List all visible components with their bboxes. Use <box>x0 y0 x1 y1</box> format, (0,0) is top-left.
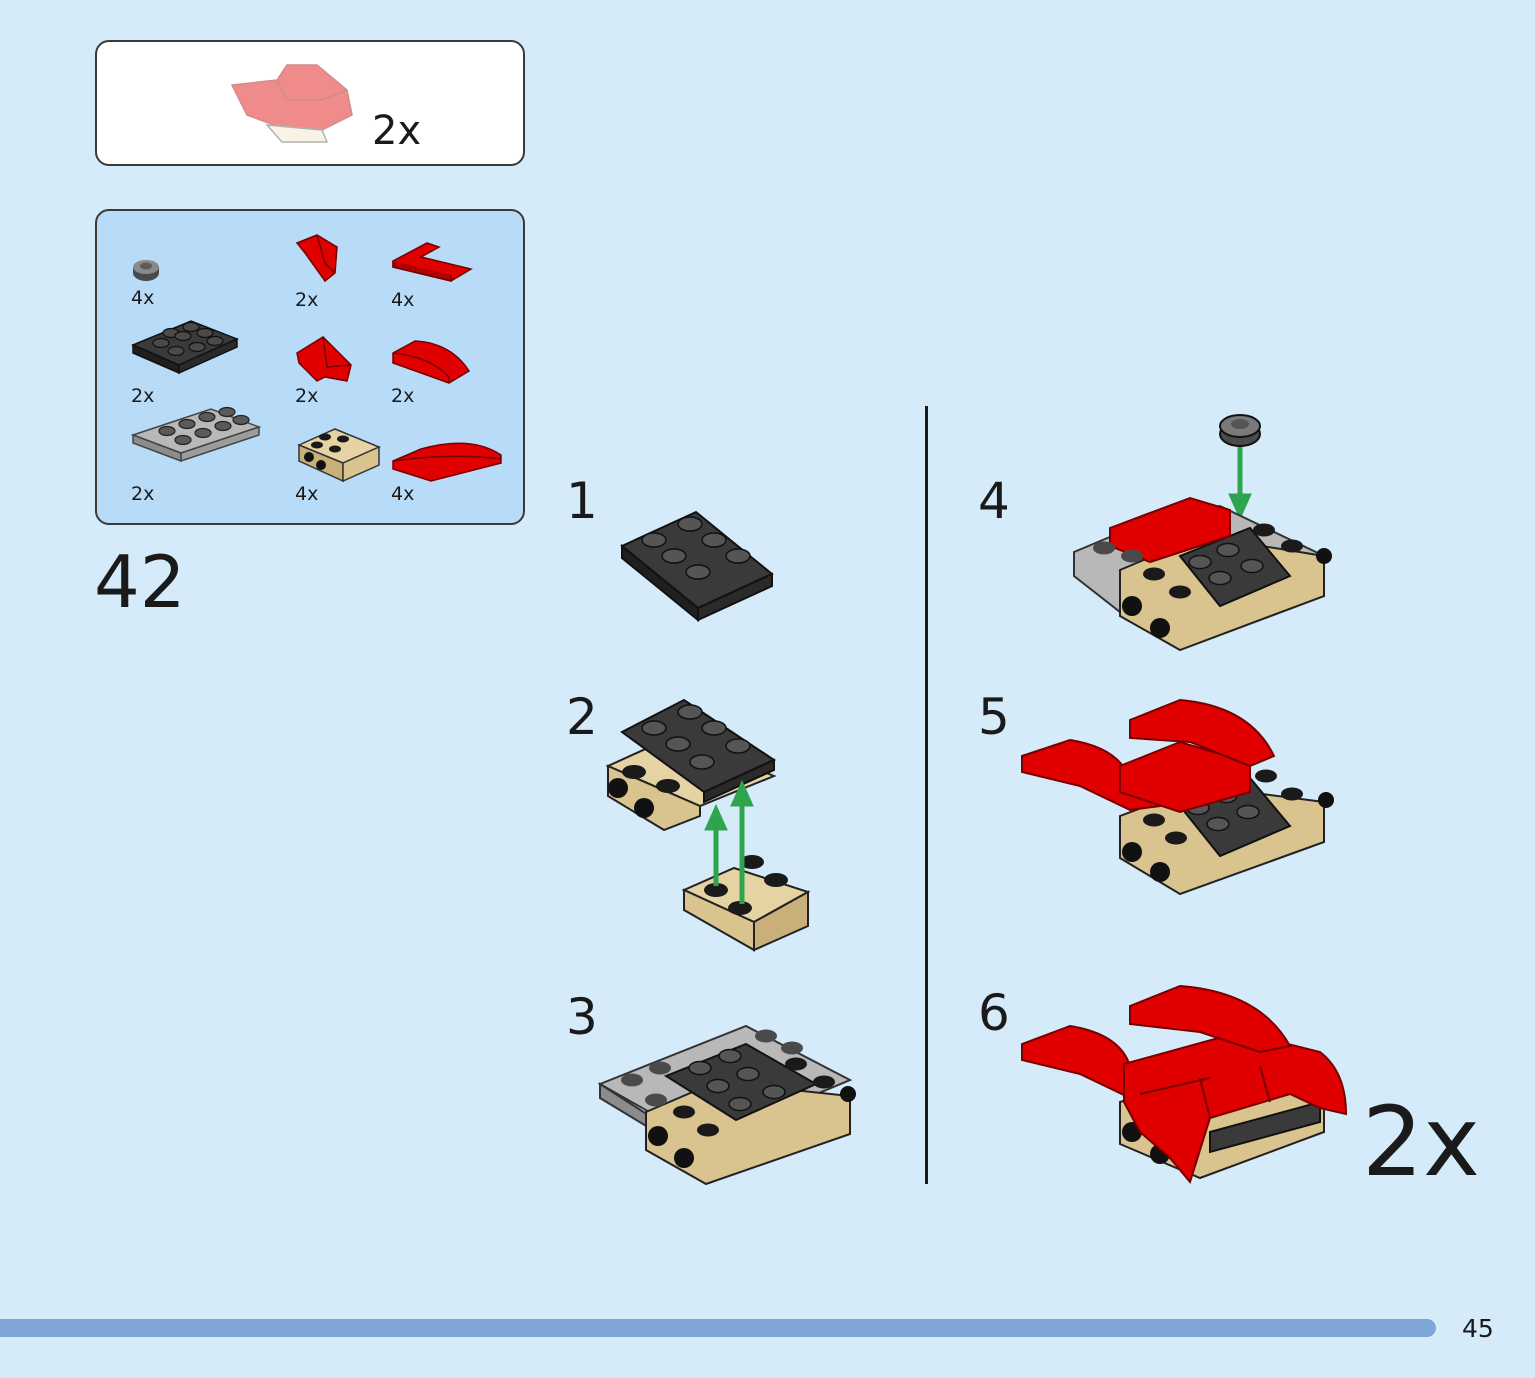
step-6-assembly-illustration <box>1021 984 1348 1185</box>
part-quantity: 4x <box>391 289 415 311</box>
step-3-assembly-illustration <box>597 1024 856 1186</box>
progress-bar <box>0 1319 1436 1337</box>
red-curved-slope-icon <box>392 340 471 384</box>
step-label-6: 6 <box>978 984 1010 1042</box>
part-red-curved-slope-long: 4x <box>391 437 505 505</box>
tan-brick-icon <box>297 428 381 483</box>
step-4-assembly-illustration <box>1073 414 1332 652</box>
part-quantity: 2x <box>295 289 319 311</box>
red-slope-icon <box>295 234 338 283</box>
step-label-4: 4 <box>978 472 1010 530</box>
part-quantity: 2x <box>131 483 155 505</box>
part-quantity: 4x <box>131 287 155 309</box>
part-red-curved-slope-small: 2x <box>391 337 475 407</box>
black-plate-icon <box>131 320 239 375</box>
part-quantity: 4x <box>391 483 415 505</box>
part-round-plate: 4x <box>131 259 161 309</box>
step-2-assembly-illustration <box>605 698 811 952</box>
sub-assembly-quantity: 2x <box>372 108 422 154</box>
step-group-number: 42 <box>94 540 186 624</box>
page-number: 45 <box>1462 1314 1494 1343</box>
step-label-5: 5 <box>978 688 1010 746</box>
part-black-plate: 2x <box>131 319 239 407</box>
column-divider <box>925 406 928 1184</box>
sub-assembly-preview-icon <box>230 64 353 143</box>
part-red-corner-plate: 4x <box>391 239 475 311</box>
step-label-3: 3 <box>566 988 598 1046</box>
final-multiplier: 2x <box>1362 1086 1480 1198</box>
part-red-slope-small: 2x <box>295 233 341 311</box>
red-corner-plate-icon <box>392 242 473 282</box>
step-label-2: 2 <box>566 688 598 746</box>
red-slope-inverted-icon <box>296 336 352 382</box>
part-quantity: 2x <box>295 385 319 407</box>
step-1-black-plate-illustration <box>620 510 774 623</box>
step-label-1: 1 <box>566 472 598 530</box>
grey-plate-icon <box>130 406 262 463</box>
part-red-slope-inverted: 2x <box>295 335 355 407</box>
part-grey-plate: 2x <box>130 406 262 505</box>
step-5-assembly-illustration <box>1021 698 1334 896</box>
part-quantity: 4x <box>295 483 319 505</box>
red-curved-slope-long-icon <box>392 442 502 482</box>
parts-list: 4x 2x 4x 2x <box>95 209 525 525</box>
part-quantity: 2x <box>391 385 415 407</box>
part-tan-brick: 4x <box>295 425 381 505</box>
sub-assembly-callout: 2x <box>95 40 525 166</box>
round-plate-icon <box>133 260 159 281</box>
part-quantity: 2x <box>131 385 155 407</box>
